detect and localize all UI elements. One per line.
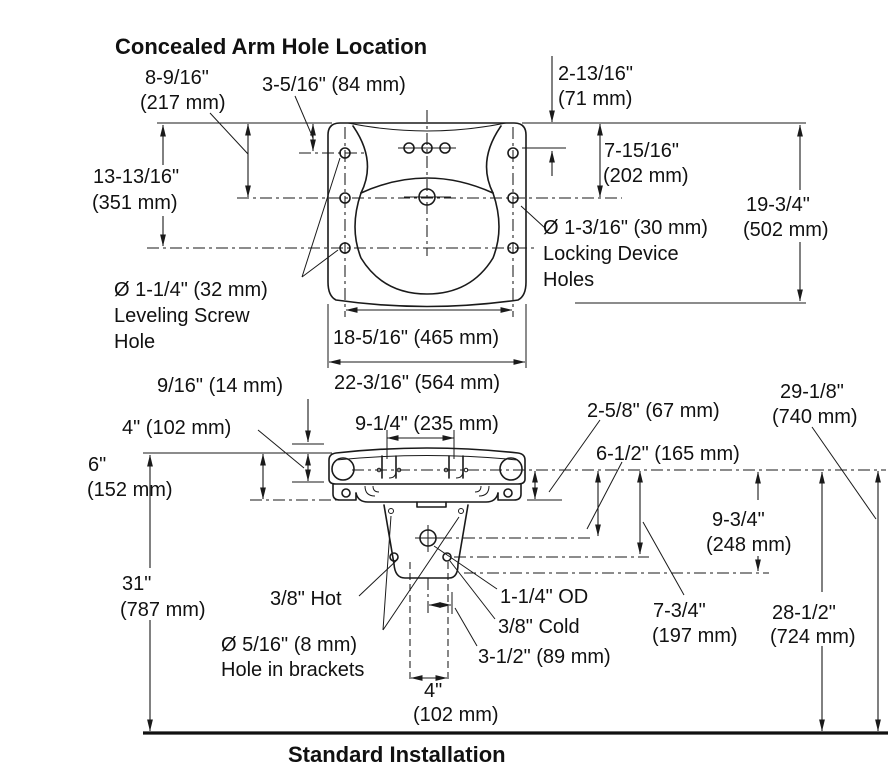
top-view-centerlines xyxy=(147,110,622,317)
dim-underside-height-in: 28-1/2" xyxy=(772,602,836,624)
dim-backsplash-mm: (152 mm) xyxy=(87,479,173,501)
front-view-bracket-and-rough-in xyxy=(383,504,469,681)
note-hot-supply: 3/8" Hot xyxy=(270,588,342,610)
note-leveling-line2: Leveling Screw xyxy=(114,305,250,327)
note-locking-line2: Locking Device xyxy=(543,243,679,265)
dim-middle-hole-offset-in: 7-15/16" xyxy=(604,140,679,162)
front-view-sink-outline xyxy=(328,447,526,508)
dim-drain-drop: 6-1/2" (165 mm) xyxy=(596,443,740,465)
dim-faucet-centers: 9-1/4" (235 mm) xyxy=(355,413,499,435)
dim-hole-span: 18-5/16" (465 mm) xyxy=(333,327,499,349)
dim-trap-drop-mm: (197 mm) xyxy=(652,625,738,647)
note-leveling-line3: Hole xyxy=(114,331,155,353)
dim-back-drop: 2-5/8" (67 mm) xyxy=(587,400,720,422)
dim-wall-height-mm: (740 mm) xyxy=(772,406,858,428)
top-view-title: Concealed Arm Hole Location xyxy=(115,34,427,59)
dim-rim-lip: 9/16" (14 mm) xyxy=(157,375,283,397)
note-locking-line3: Holes xyxy=(543,269,594,291)
dim-overall-depth-mm: (502 mm) xyxy=(743,219,829,241)
dim-lower-hole-offset-in: 13-13/16" xyxy=(93,166,179,188)
dim-middle-hole-offset-mm: (202 mm) xyxy=(603,165,689,187)
note-bracket-hole-line1: Ø 5/16" (8 mm) xyxy=(221,634,357,656)
dim-wall-height-in: 29-1/8" xyxy=(780,381,844,403)
installation-reference-lines xyxy=(143,443,888,735)
dim-back-offset-mm: (217 mm) xyxy=(140,92,226,114)
dim-overall-width: 22-3/16" (564 mm) xyxy=(334,372,500,394)
dim-drain-offset-mm: (102 mm) xyxy=(413,704,499,726)
dim-overall-depth-in: 19-3/4" xyxy=(746,194,810,216)
dim-faucet-row-offset: 3-5/16" (84 mm) xyxy=(262,74,406,96)
labels: Concealed Arm Hole Location 8-9/16" (217… xyxy=(87,34,858,767)
note-bracket-hole-line2: Hole in brackets xyxy=(221,659,364,681)
dim-back-offset-in: 8-9/16" xyxy=(145,67,209,89)
note-cold-supply: 3/8" Cold xyxy=(498,616,580,638)
note-drain-od: 1-1/4" OD xyxy=(500,586,588,608)
dim-lower-hole-offset-mm: (351 mm) xyxy=(92,192,178,214)
dim-rim-height-in: 31" xyxy=(122,573,151,595)
dim-drain-offset-in: 4" xyxy=(424,680,442,702)
dim-supply-drop-in: 9-3/4" xyxy=(712,509,765,531)
installation-dimension-lines xyxy=(147,399,881,732)
note-locking-line1: Ø 1-3/16" (30 mm) xyxy=(543,217,708,239)
dim-rim-height-mm: (787 mm) xyxy=(120,599,206,621)
dim-supply-drop-mm: (248 mm) xyxy=(706,534,792,556)
dim-apron-depth: 4" (102 mm) xyxy=(122,417,231,439)
dim-top-edge-offset-in: 2-13/16" xyxy=(558,63,633,85)
dim-trap-drop-in: 7-3/4" xyxy=(653,600,706,622)
note-leveling-line1: Ø 1-1/4" (32 mm) xyxy=(114,279,268,301)
dim-top-edge-offset-mm: (71 mm) xyxy=(558,88,632,110)
installation-view-title: Standard Installation xyxy=(288,742,506,767)
dim-supply-offset: 3-1/2" (89 mm) xyxy=(478,646,611,668)
dim-underside-height-mm: (724 mm) xyxy=(770,626,856,648)
top-view-dimension-lines xyxy=(157,56,806,368)
dim-backsplash-in: 6" xyxy=(88,454,106,476)
